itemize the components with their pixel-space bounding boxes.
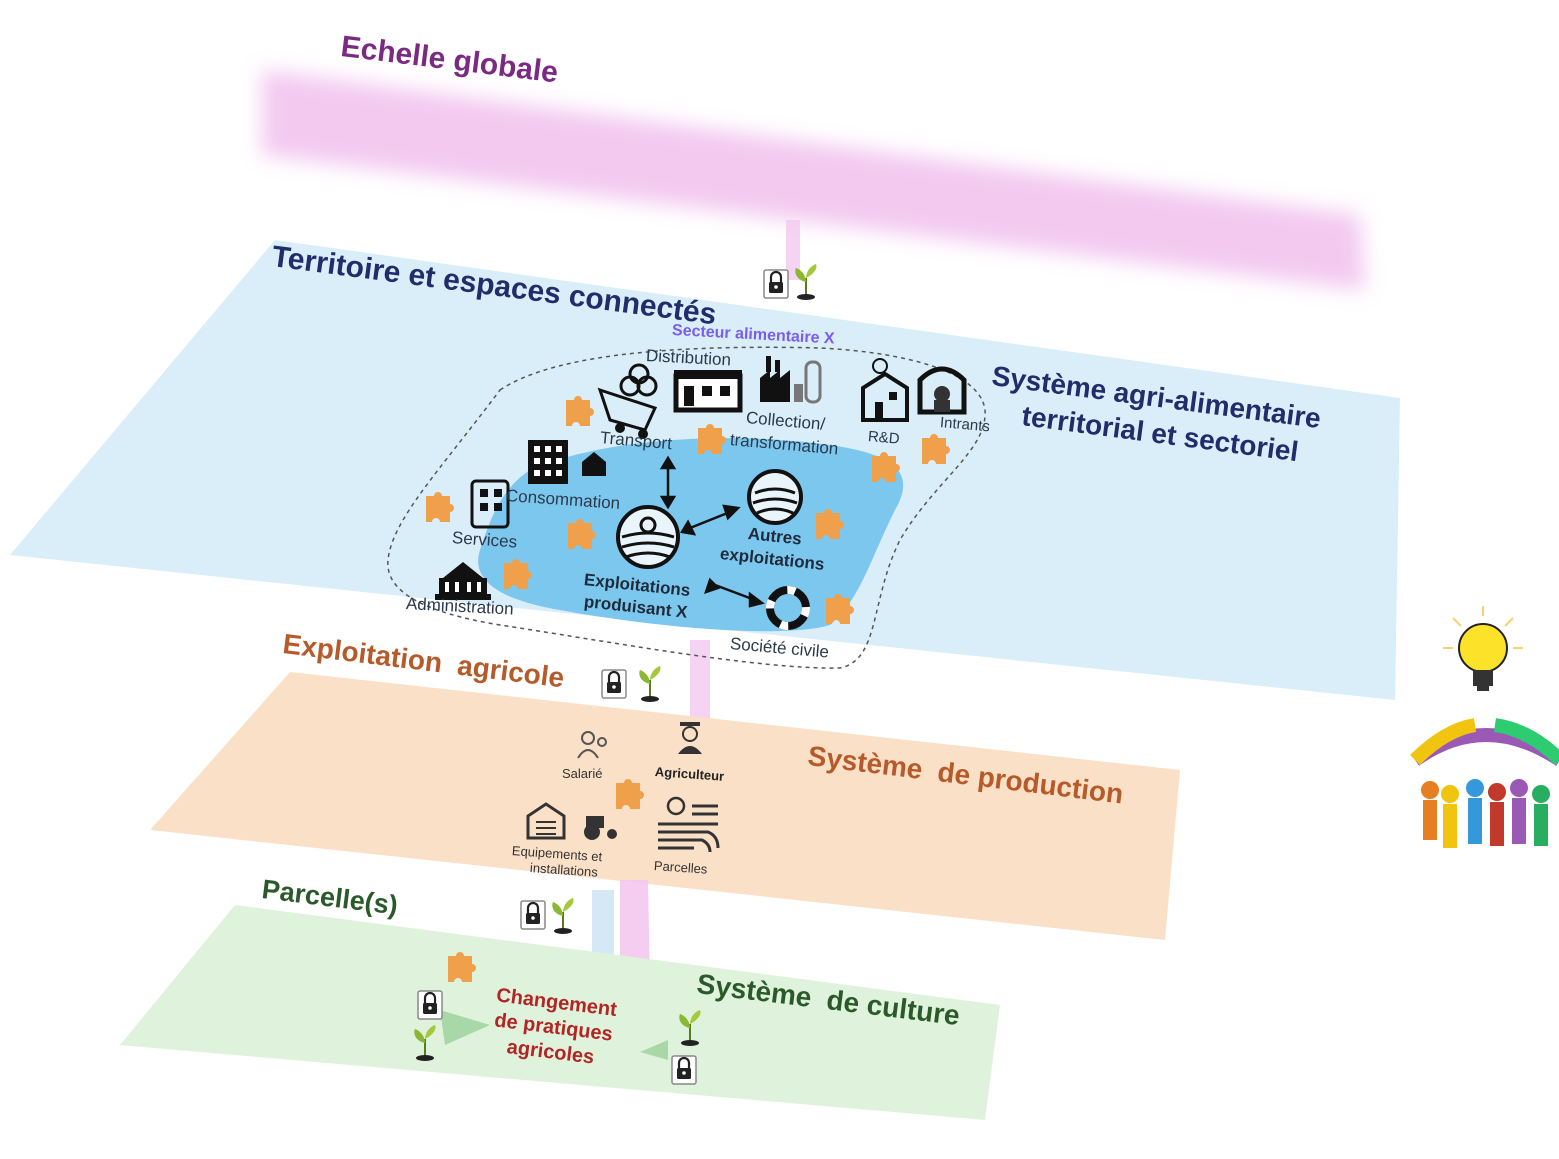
lightbulb-icon	[1443, 606, 1523, 691]
lifebuoy-icon	[766, 586, 810, 630]
barn-icon	[917, 366, 967, 415]
change-arrow-right	[640, 1040, 668, 1060]
house-icon	[582, 452, 606, 476]
farm-icon	[616, 505, 680, 569]
barn-small-icon	[526, 802, 566, 840]
people-group-icon	[1410, 718, 1559, 848]
factory-icon	[760, 356, 822, 404]
shop-icon	[673, 370, 743, 413]
change-arrow-left	[440, 1010, 490, 1045]
government-icon	[435, 562, 491, 600]
connector-arrow	[786, 220, 800, 280]
rd-label: R&D	[867, 428, 901, 448]
worker-label: Salarié	[562, 766, 603, 781]
farmer-icon	[678, 722, 702, 754]
global-plane	[262, 70, 1365, 290]
tractor-icon	[584, 816, 617, 840]
worker-icon	[577, 731, 607, 759]
parcel-plane	[120, 905, 1000, 1120]
field-icon	[658, 796, 720, 853]
truck-icon	[597, 363, 658, 439]
farm-plane	[150, 672, 1180, 940]
sector-region	[387, 346, 986, 669]
warehouse-icon	[861, 358, 909, 422]
building-icon	[528, 440, 568, 484]
services-icon	[470, 479, 510, 529]
other-farms-icon	[747, 469, 803, 525]
